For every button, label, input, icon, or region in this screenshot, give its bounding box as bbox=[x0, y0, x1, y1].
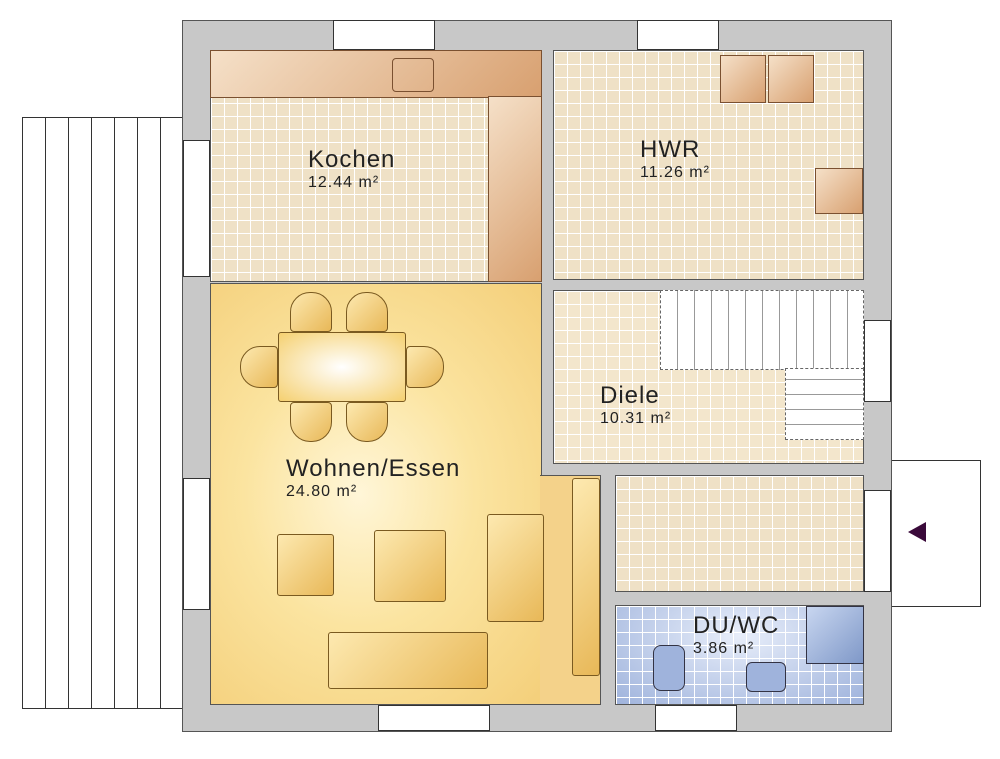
toilet bbox=[653, 645, 685, 691]
entrance-landing bbox=[891, 460, 981, 607]
window bbox=[333, 20, 435, 50]
kitchen-sink bbox=[392, 58, 434, 92]
room-area: 12.44 m² bbox=[308, 174, 380, 191]
room-name: Kochen bbox=[308, 146, 396, 173]
window bbox=[378, 705, 490, 731]
room-area: 3.86 m² bbox=[693, 640, 755, 657]
washing-machine bbox=[720, 55, 766, 103]
shelf bbox=[572, 478, 600, 676]
room-name: Wohnen/Essen bbox=[286, 455, 461, 482]
room-area: 24.80 m² bbox=[286, 483, 358, 500]
kochen-label: Kochen 12.44 m² bbox=[308, 146, 395, 192]
dryer bbox=[768, 55, 814, 103]
wohnen-label: Wohnen/Essen 24.80 m² bbox=[286, 455, 460, 501]
armchair bbox=[277, 534, 334, 596]
shower bbox=[806, 606, 864, 664]
door-entrance[interactable] bbox=[864, 490, 891, 592]
chair bbox=[290, 292, 332, 332]
window bbox=[183, 140, 210, 277]
sofa bbox=[487, 514, 544, 622]
dining-table bbox=[278, 332, 406, 402]
room-area: 11.26 m² bbox=[640, 164, 710, 181]
chair bbox=[346, 292, 388, 332]
window bbox=[183, 478, 210, 610]
terrace bbox=[22, 117, 184, 709]
window bbox=[655, 705, 737, 731]
room-name: HWR bbox=[640, 136, 701, 163]
entry-arrow-icon bbox=[908, 522, 926, 542]
kitchen-counter bbox=[210, 50, 542, 98]
window bbox=[864, 320, 891, 402]
hwr-label: HWR 11.26 m² bbox=[640, 136, 710, 182]
chair bbox=[406, 346, 444, 388]
window bbox=[637, 20, 719, 50]
staircase bbox=[785, 368, 864, 440]
coffee-table bbox=[374, 530, 446, 602]
washbasin bbox=[746, 662, 786, 692]
diele-label: Diele 10.31 m² bbox=[600, 382, 671, 428]
kitchen-counter bbox=[488, 96, 542, 282]
sofa bbox=[328, 632, 488, 689]
utility-sink bbox=[815, 168, 863, 214]
duwc-label: DU/WC 3.86 m² bbox=[693, 612, 779, 658]
chair bbox=[240, 346, 278, 388]
room-area: 10.31 m² bbox=[600, 410, 672, 427]
room-name: Diele bbox=[600, 382, 660, 409]
staircase bbox=[660, 290, 864, 370]
chair bbox=[346, 402, 388, 442]
room-diele-lower bbox=[615, 475, 864, 592]
chair bbox=[290, 402, 332, 442]
room-name: DU/WC bbox=[693, 612, 780, 639]
